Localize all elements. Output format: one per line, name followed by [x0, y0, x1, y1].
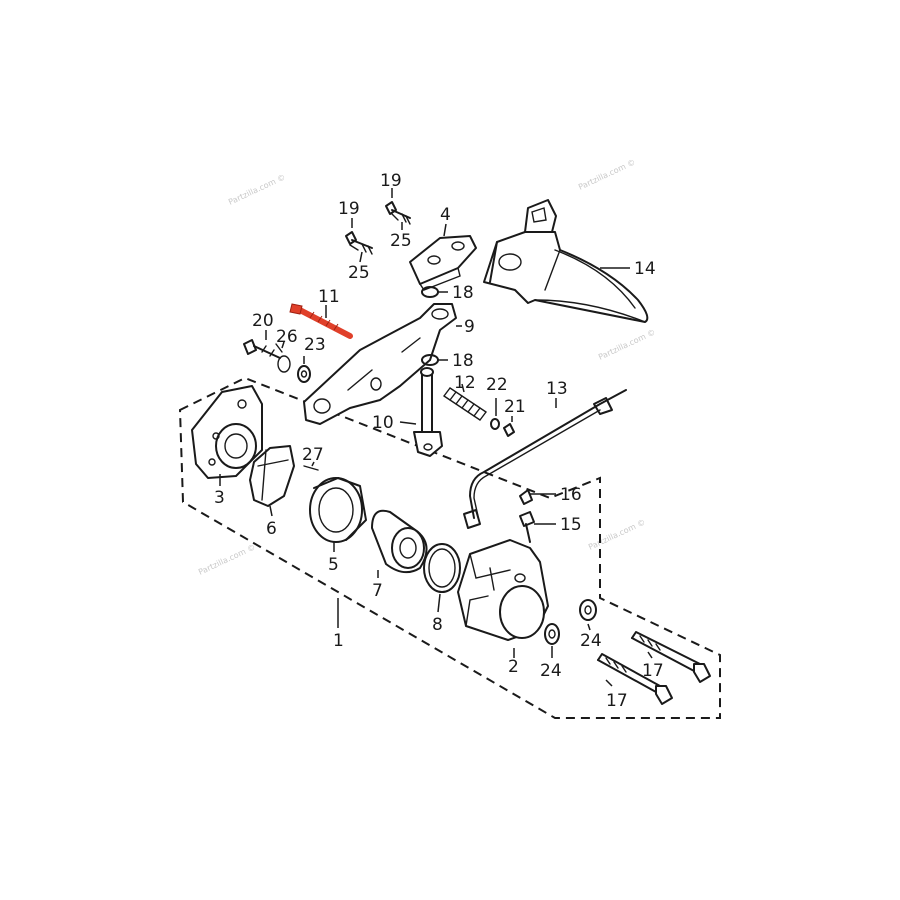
part-27-pin — [303, 465, 319, 471]
label-7: 7 — [372, 581, 383, 601]
watermark-1: Partzilla.com © — [227, 173, 287, 207]
label-2: 2 — [508, 657, 519, 677]
label-8: 8 — [432, 615, 443, 635]
part-13-brake-pipe — [463, 389, 627, 529]
label-12: 12 — [454, 373, 476, 393]
label-6: 6 — [266, 519, 277, 539]
label-10: 10 — [372, 413, 394, 433]
label-26: 26 — [276, 327, 298, 347]
label-17a: 17 — [642, 661, 664, 681]
part-18-o-ring-upper — [421, 286, 439, 298]
part-2-caliper-body — [457, 539, 549, 641]
label-17b: 17 — [606, 691, 628, 711]
part-10-slide-pin — [413, 367, 443, 457]
watermark-5: Partzilla.com © — [587, 518, 647, 552]
label-23: 23 — [304, 335, 326, 355]
label-1: 1 — [333, 631, 344, 651]
part-8-dust-seal — [423, 543, 461, 593]
part-23-washer — [297, 365, 311, 383]
label-21: 21 — [504, 397, 526, 417]
label-9: 9 — [464, 317, 475, 337]
part-17-bolt-lower — [597, 653, 673, 705]
label-18b: 18 — [452, 351, 474, 371]
label-25b: 25 — [390, 231, 412, 251]
label-5: 5 — [328, 555, 339, 575]
label-18a: 18 — [452, 283, 474, 303]
part-21-bolt — [503, 423, 515, 437]
label-13: 13 — [546, 379, 568, 399]
part-26-pin — [275, 343, 291, 373]
label-14: 14 — [634, 259, 656, 279]
part-5-seal-ring — [309, 477, 367, 543]
part-11-bolt-highlighted — [289, 303, 353, 339]
label-24b: 24 — [540, 661, 562, 681]
part-6-brake-pad — [249, 445, 295, 507]
part-14-bracket — [483, 199, 649, 323]
label-3: 3 — [214, 488, 225, 508]
watermark-3: Partzilla.com © — [597, 328, 657, 362]
label-20: 20 — [252, 311, 274, 331]
label-19a: 19 — [338, 199, 360, 219]
part-19-25-bolt-left — [345, 231, 373, 255]
part-7-piston — [371, 509, 428, 574]
label-24a: 24 — [580, 631, 602, 651]
part-15-bleeder — [519, 511, 535, 543]
part-24-washer-upper — [579, 599, 597, 621]
label-4: 4 — [440, 205, 451, 225]
part-4-bracket — [409, 235, 477, 291]
label-22: 22 — [486, 375, 508, 395]
part-12-spring — [443, 387, 487, 421]
watermark-4: Partzilla.com © — [197, 543, 257, 577]
part-22-washer — [490, 418, 500, 430]
label-27: 27 — [302, 445, 324, 465]
part-16-cap — [519, 489, 533, 505]
label-16: 16 — [560, 485, 582, 505]
part-20-bolt — [243, 339, 281, 359]
part-19-25-bolt-right — [385, 201, 411, 225]
label-19b: 19 — [380, 171, 402, 191]
part-labels: 1 2 3 4 5 6 7 8 9 10 11 12 13 14 15 16 1… — [214, 171, 664, 711]
leader-lines — [219, 188, 653, 687]
part-9-torque-link — [303, 303, 457, 425]
label-15: 15 — [560, 515, 582, 535]
label-25a: 25 — [348, 263, 370, 283]
part-17-bolt-upper — [631, 631, 711, 683]
part-24-washer-lower — [544, 623, 560, 645]
part-3-mounting-plate — [191, 385, 263, 479]
label-11: 11 — [318, 287, 340, 307]
watermark-2: Partzilla.com © — [577, 158, 637, 192]
